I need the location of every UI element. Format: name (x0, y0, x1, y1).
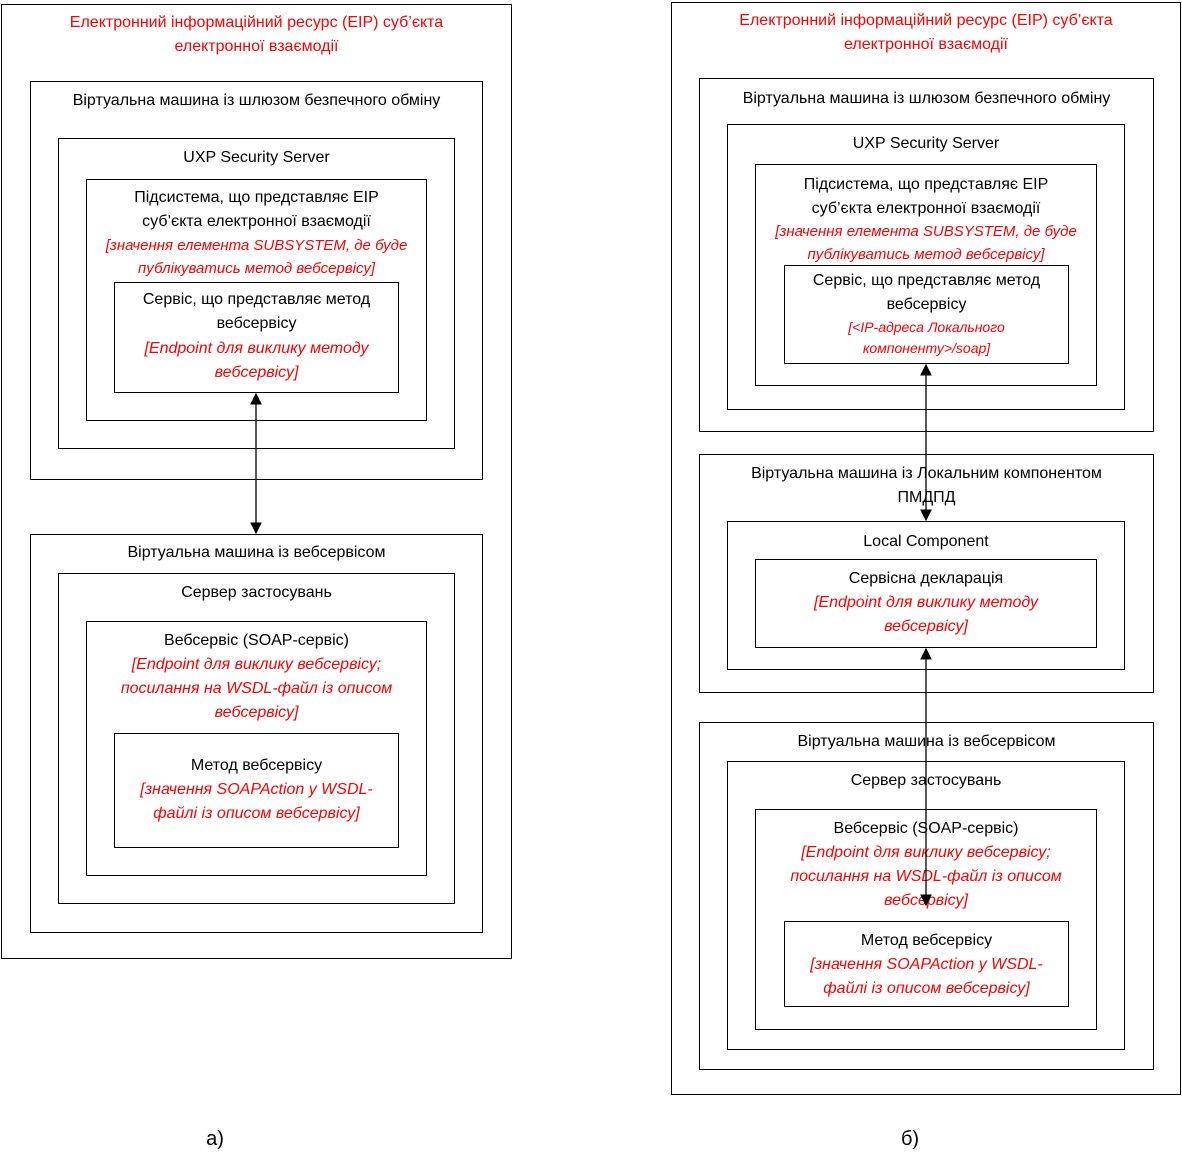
left-vm-ws-box (30, 534, 483, 933)
right-method-note: [значення SOAPAction у WSDL- файлі із оп… (810, 956, 1043, 997)
right-uxp-label: UXP Security Server (852, 135, 1000, 152)
left-method-label: Метод вебсервісу (190, 757, 323, 774)
left-caption: а) (206, 1128, 224, 1150)
left-service-label: Сервіс, що представляє метод вебсервісу (142, 291, 371, 332)
right-service-box (784, 265, 1069, 364)
left-ws-box (86, 621, 427, 876)
right-service-label: Сервіс, що представляє метод вебсервісу (812, 272, 1041, 313)
left-resource-title: Електронний інформаційний ресурс (ЕІР) с… (69, 14, 444, 55)
left-subsystem-note: [значення елемента SUBSYSTEM, де буде пу… (105, 237, 408, 277)
left-resource-box (1, 4, 512, 959)
left-vm-ws-label: Віртуальна машина із вебсервісом (127, 544, 386, 561)
right-declaration-note: [Endpoint для виклику методу вебсервісу] (813, 594, 1039, 635)
right-method-label: Метод вебсервісу (860, 932, 993, 949)
right-app-server-label: Сервер застосувань (850, 772, 1002, 789)
right-method-box (784, 921, 1069, 1007)
right-declaration-box (755, 559, 1097, 648)
left-method-box (114, 733, 399, 848)
left-service-note: [Endpoint для виклику методу вебсервісу] (144, 340, 369, 381)
right-local-component-label: Local Component (863, 533, 989, 550)
right-declaration-label: Сервісна декларація (848, 570, 1004, 587)
right-vm-local-label: Віртуальна машина із Локальним компонент… (751, 465, 1102, 506)
right-subsystem-note: [значення елемента SUBSYSTEM, де буде пу… (775, 223, 1077, 263)
left-ws-label: Вебсервіс (SOAP-сервіс) (164, 632, 349, 649)
right-ws-label: Вебсервіс (SOAP-сервіс) (833, 820, 1019, 837)
left-vm-gateway-label: Віртуальна машина із шлюзом безпечного о… (72, 92, 441, 109)
left-uxp-label: UXP Security Server (183, 149, 330, 166)
right-resource-box (671, 2, 1181, 1095)
right-resource-title: Електронний інформаційний ресурс (ЕІР) с… (739, 12, 1113, 53)
left-ws-note: [Endpoint для виклику вебсервісу; посила… (120, 656, 393, 721)
right-caption: б) (900, 1128, 920, 1150)
left-method-note: [значення SOAPAction у WSDL- файлі із оп… (140, 781, 373, 822)
left-app-server-box (58, 573, 455, 904)
left-subsystem-label: Підсистема, що представляє ЕІР суб’єкта … (134, 189, 379, 230)
left-app-server-label: Сервер застосувань (181, 584, 332, 601)
left-service-box (114, 282, 399, 393)
right-vm-gateway-label: Віртуальна машина із шлюзом безпечного о… (742, 90, 1111, 107)
right-subsystem-label: Підсистема, що представляє ЕІР суб’єкта … (803, 176, 1049, 217)
right-service-note: [<IP-адреса Локального компоненту>/soap] (848, 319, 1005, 356)
